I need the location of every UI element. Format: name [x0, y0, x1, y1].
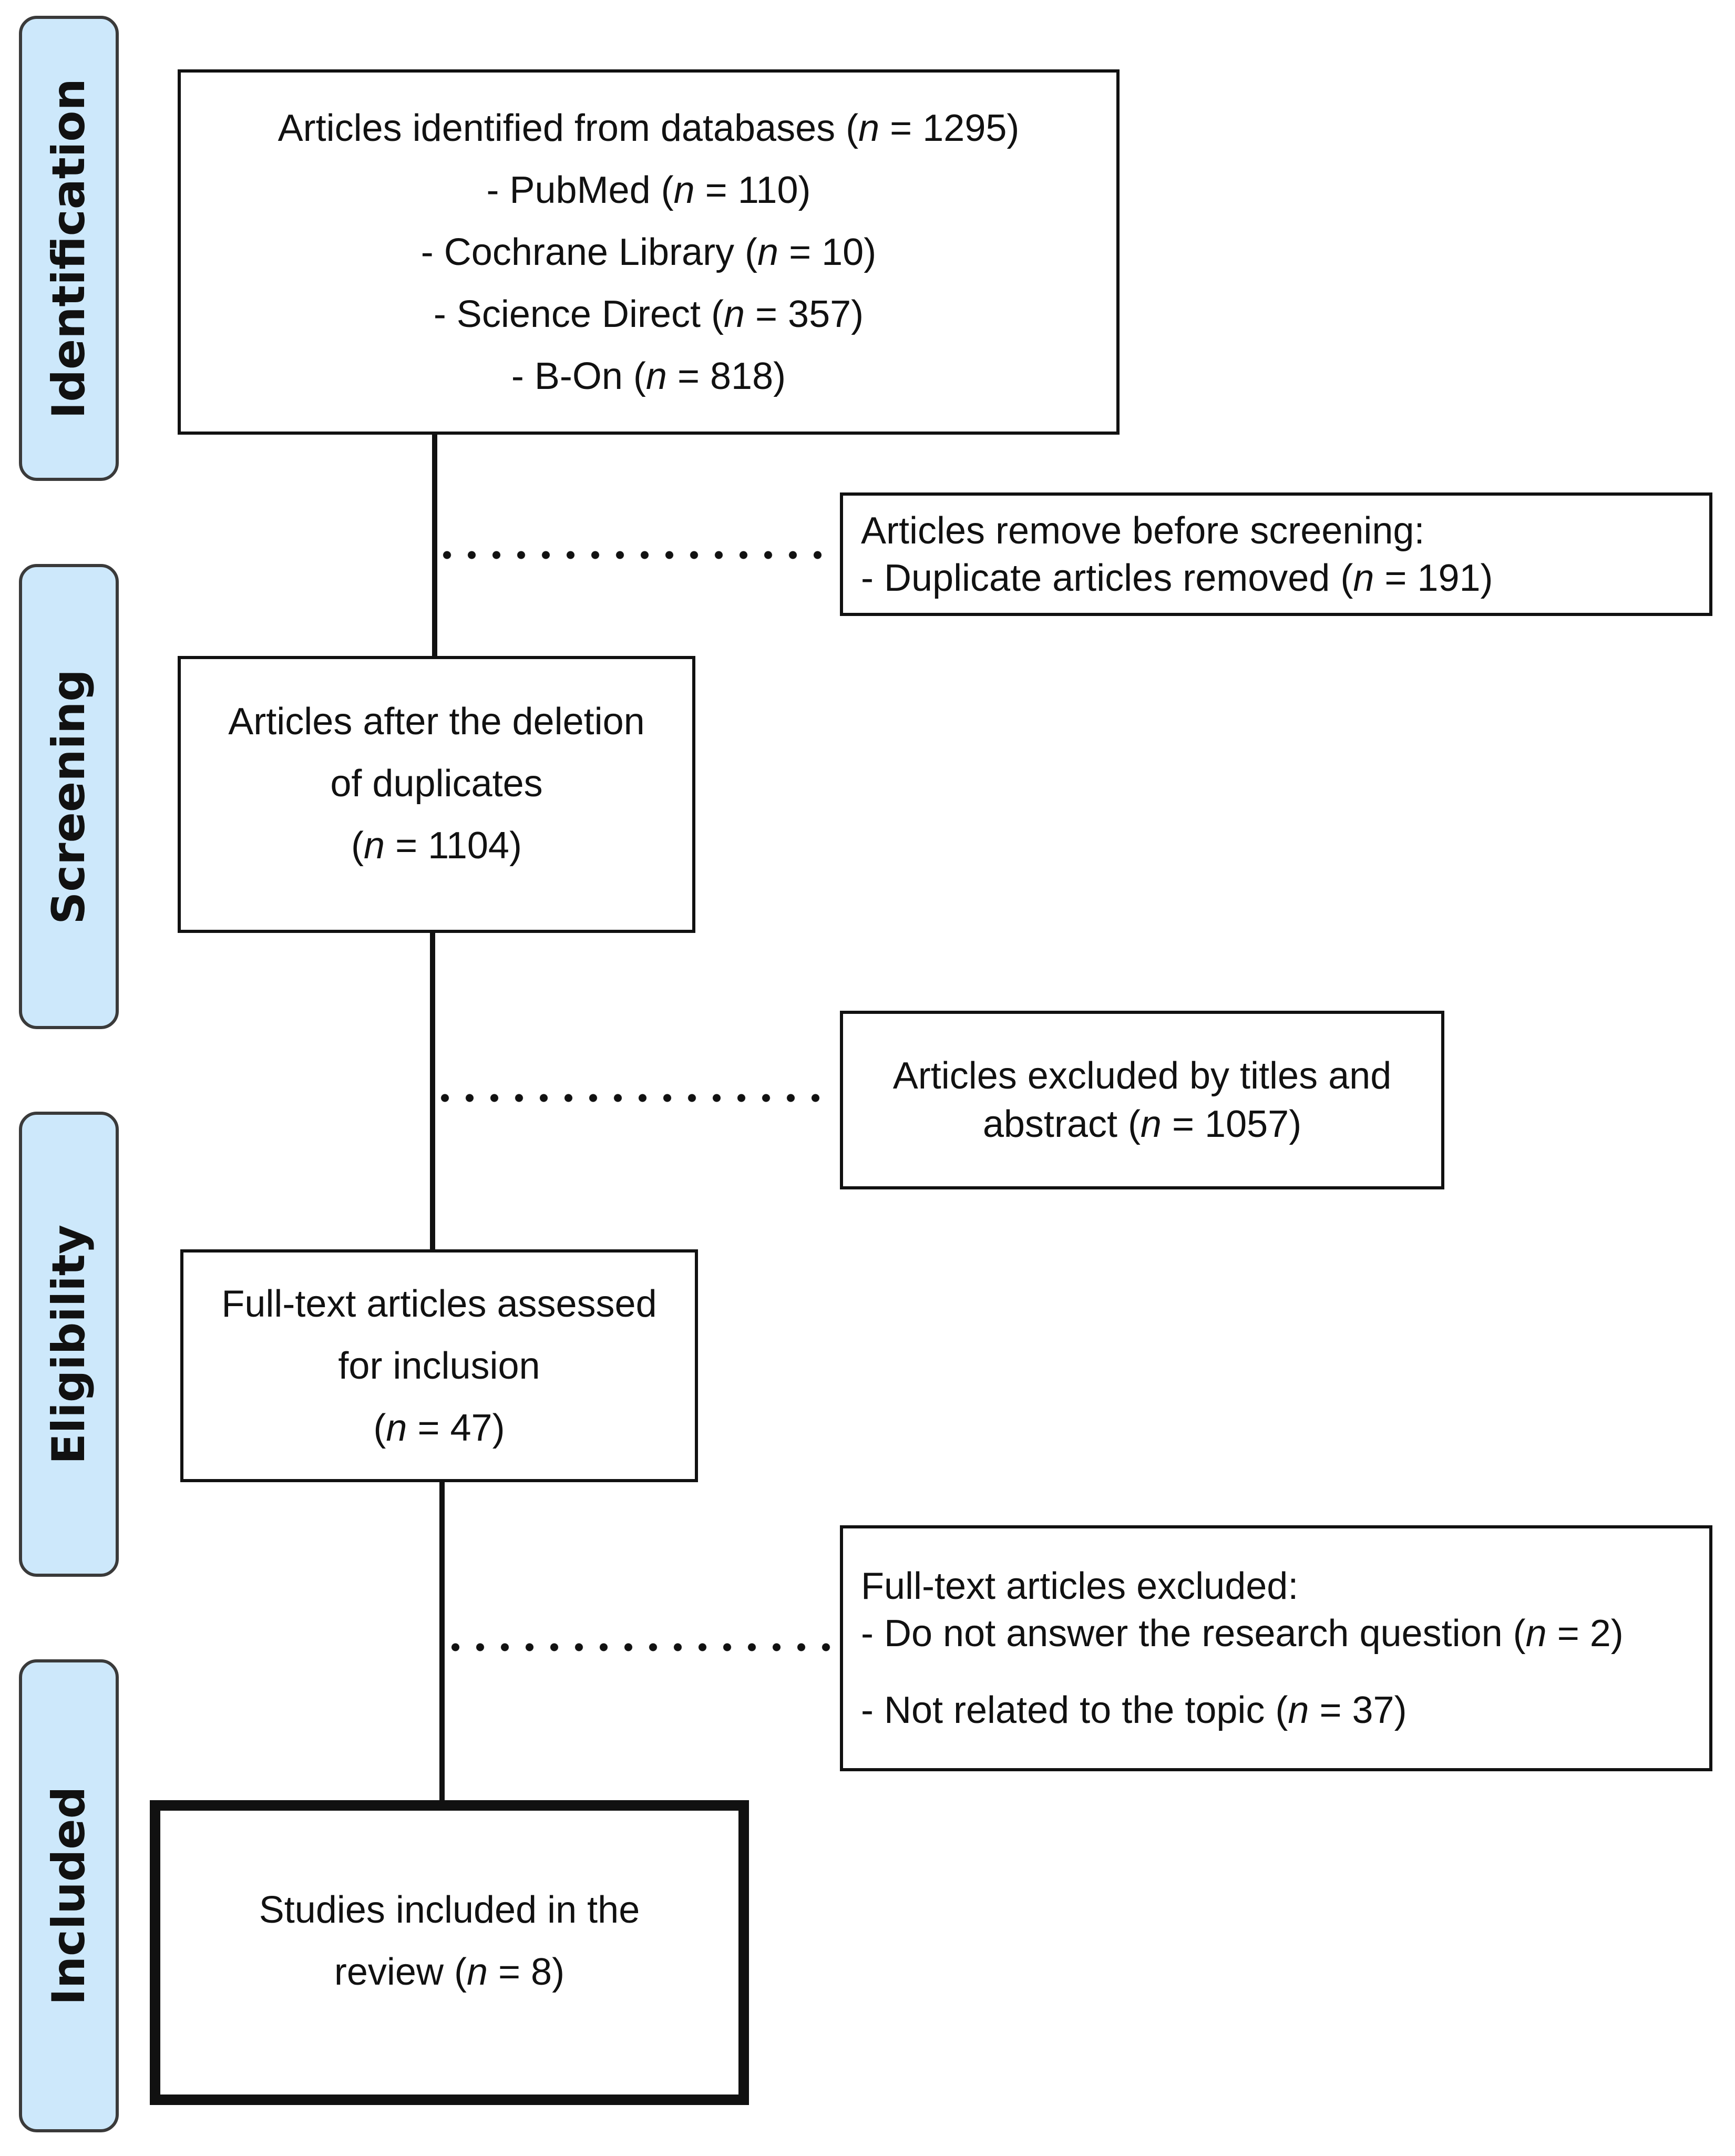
dedup-count: (n = 1104)	[351, 824, 522, 867]
assessed-line-1: Full-text articles assessed	[221, 1282, 657, 1325]
identified-pubmed: - PubMed (n = 110)	[486, 169, 811, 211]
excluded-titles-count: abstract (n = 1057)	[982, 1103, 1302, 1145]
phase-included-label: Included	[43, 1786, 95, 2006]
identified-cochrane: - Cochrane Library (n = 10)	[420, 231, 877, 273]
box-fulltext-excluded: Full-text articles excluded: - Do not an…	[840, 1525, 1712, 1771]
excluded-titles-line-1: Articles excluded by titles and	[892, 1055, 1392, 1097]
identified-science-direct: - Science Direct (n = 357)	[433, 293, 864, 335]
assessed-line-2: for inclusion	[338, 1344, 540, 1387]
dotted-connector-duplicates	[435, 551, 829, 559]
dotted-connector-titles	[433, 1094, 827, 1102]
phase-screening: Screening	[19, 564, 119, 1029]
identified-b-on: - B-On (n = 818)	[511, 355, 786, 397]
included-count: review (n = 8)	[334, 1951, 565, 1994]
box-excluded-titles-abstract: Articles excluded by titles and abstract…	[840, 1011, 1444, 1189]
fulltext-excluded-topic: - Not related to the topic (n = 37)	[861, 1689, 1407, 1731]
phase-identification: Identification	[19, 16, 119, 481]
identified-total: Articles identified from databases (n = …	[278, 107, 1020, 149]
dedup-line-1: Articles after the deletion	[228, 700, 645, 743]
box-articles-identified: Articles identified from databases (n = …	[178, 69, 1120, 435]
phase-eligibility-label: Eligibility	[43, 1224, 95, 1464]
box-fulltext-assessed: Full-text articles assessed for inclusio…	[180, 1249, 698, 1482]
phase-included: Included	[19, 1659, 119, 2132]
phase-screening-label: Screening	[43, 669, 95, 925]
box-studies-included: Studies included in the review (n = 8)	[150, 1800, 749, 2105]
dotted-connector-fulltext	[443, 1643, 837, 1651]
fulltext-excluded-heading: Full-text articles excluded:	[861, 1565, 1299, 1607]
assessed-count: (n = 47)	[373, 1406, 505, 1449]
dedup-line-2: of duplicates	[330, 762, 543, 805]
phase-identification-label: Identification	[43, 78, 95, 419]
box-after-deduplication: Articles after the deletion of duplicate…	[178, 656, 695, 933]
removed-duplicates: - Duplicate articles removed (n = 191)	[861, 557, 1493, 599]
connector-dedup-to-assessed	[430, 930, 435, 1251]
fulltext-excluded-research-question: - Do not answer the research question (n…	[861, 1613, 1624, 1655]
box-removed-before-screening: Articles remove before screening: - Dupl…	[840, 492, 1712, 616]
included-line-1: Studies included in the	[259, 1889, 640, 1932]
removed-heading: Articles remove before screening:	[861, 509, 1425, 552]
phase-eligibility: Eligibility	[19, 1112, 119, 1577]
connector-identified-to-dedup	[432, 432, 437, 658]
connector-assessed-to-included	[439, 1480, 445, 1803]
